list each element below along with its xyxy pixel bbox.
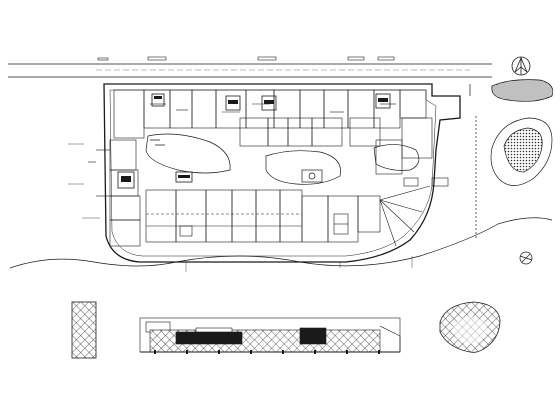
stair-cores [117, 93, 391, 189]
left-rooms [88, 139, 141, 247]
curved-entrance [379, 177, 449, 247]
site-boundary-line [9, 217, 553, 269]
hatch-legend-oval [439, 301, 501, 353]
road-lines [8, 63, 492, 78]
dimension-lines [68, 143, 413, 272]
upper-shops [239, 117, 433, 175]
lower-shops [145, 189, 381, 243]
landscape-right [469, 79, 554, 265]
grid-ticks [154, 350, 380, 354]
hatch-legend-box [71, 301, 97, 359]
courtyards [145, 133, 420, 185]
road-markers [97, 56, 395, 61]
elevation-strip [139, 317, 401, 353]
building-outline [103, 83, 461, 263]
north-arrow-icon [511, 56, 531, 76]
